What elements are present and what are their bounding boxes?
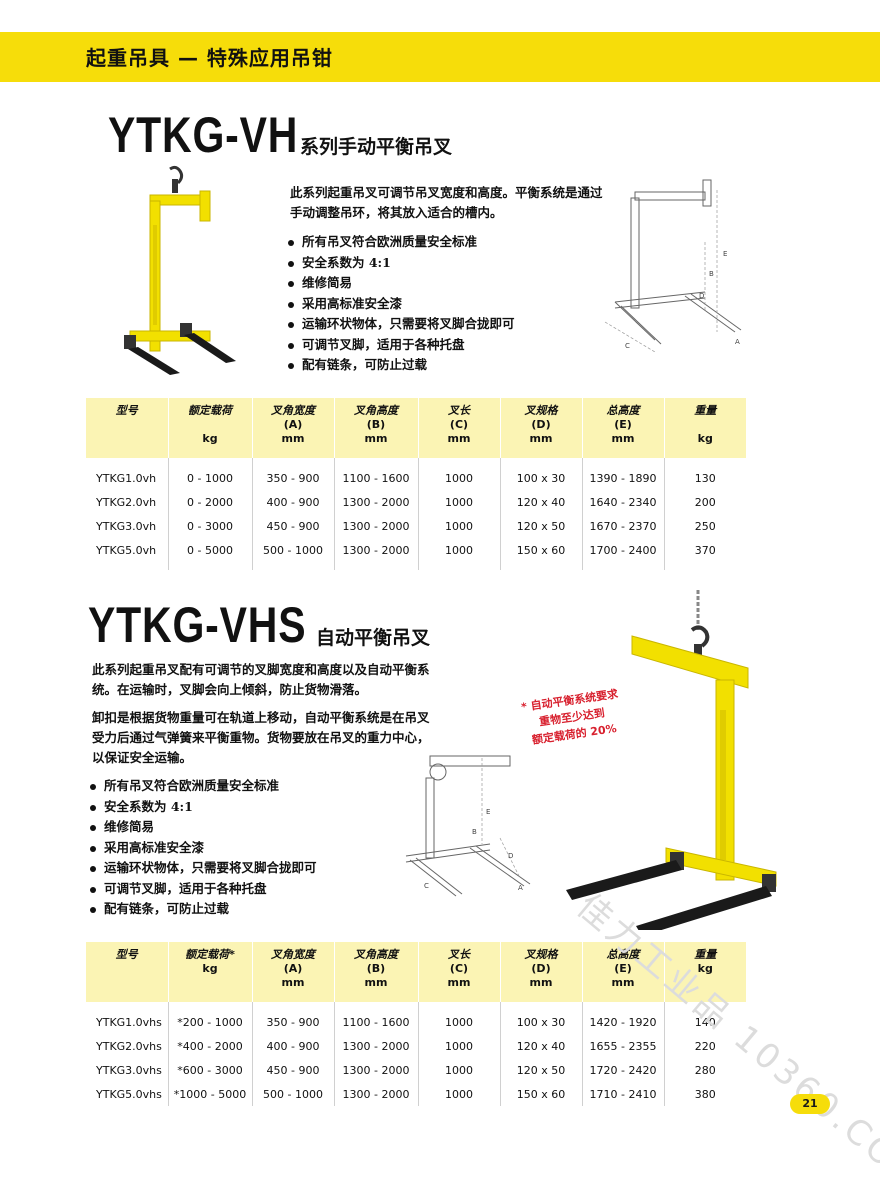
table-header: 额定载荷 kg <box>168 398 253 458</box>
dim-label-d: D <box>699 292 704 300</box>
dim-label-a: A <box>518 884 523 892</box>
description-vhs-1: 此系列起重吊叉配有可调节的叉脚宽度和高度以及自动平衡系 统。在运输时，叉脚会向上… <box>92 662 430 697</box>
list-item: 运输环状物体，只需要将叉脚合拢即可 <box>286 314 515 335</box>
table-header: 叉角宽度(A)mm <box>252 942 335 1002</box>
list-item: 采用高标准安全漆 <box>88 838 317 859</box>
dimension-diagram-vhs: E B D C A <box>405 755 531 897</box>
list-item: 所有吊叉符合欧洲质量安全标准 <box>286 232 515 253</box>
list-item: 维修简易 <box>88 817 317 838</box>
table-header: 额定载荷*kg <box>168 942 253 1002</box>
spec-table-vhs: 型号 额定载荷*kg 叉角宽度(A)mm 叉角高度(B)mm 叉长(C)mm 叉… <box>86 942 746 1106</box>
spec-table-vh: 型号 额定载荷 kg 叉角宽度(A)mm 叉角高度(B)mm 叉长(C)mm 叉… <box>86 398 746 570</box>
table-header: 总高度(E)mm <box>582 398 665 458</box>
list-item: 配有链条，可防止过载 <box>286 355 515 376</box>
feature-list-vhs: 所有吊叉符合欧洲质量安全标准 安全系数为 4:1 维修简易 采用高标准安全漆 运… <box>88 776 317 920</box>
model-subtitle-vhs: 自动平衡吊叉 <box>316 627 431 649</box>
list-item: 采用高标准安全漆 <box>286 294 515 315</box>
list-item: 安全系数为 4:1 <box>88 797 317 818</box>
model-subtitle-vh: 系列手动平衡吊叉 <box>300 136 453 158</box>
table-header: 型号 <box>86 398 169 458</box>
dim-label-a: A <box>735 338 740 346</box>
product-image-vh <box>124 165 236 375</box>
table-header: 型号 <box>86 942 169 1002</box>
dim-label-b: B <box>472 828 477 836</box>
model-title-vh: YTKG-VH <box>108 107 299 163</box>
dimension-diagram-vh: E B D C A <box>604 179 742 353</box>
list-item: 可调节叉脚，适用于各种托盘 <box>88 879 317 900</box>
table-header: 总高度(E)mm <box>582 942 665 1002</box>
list-item: 维修简易 <box>286 273 515 294</box>
list-item: 安全系数为 4:1 <box>286 253 515 274</box>
header-title: 起重吊具 — 特殊应用吊钳 <box>86 46 333 70</box>
list-item: 所有吊叉符合欧洲质量安全标准 <box>88 776 317 797</box>
dim-label-c: C <box>424 882 429 890</box>
list-item: 配有链条，可防止过载 <box>88 899 317 920</box>
table-header: 叉规格(D)mm <box>500 942 583 1002</box>
list-item: 运输环状物体，只需要将叉脚合拢即可 <box>88 858 317 879</box>
list-item: 可调节叉脚，适用于各种托盘 <box>286 335 515 356</box>
table-header: 叉长(C)mm <box>418 942 501 1002</box>
feature-list-vh: 所有吊叉符合欧洲质量安全标准 安全系数为 4:1 维修简易 采用高标准安全漆 运… <box>286 232 515 376</box>
page-number: 21 <box>790 1094 830 1114</box>
dim-label-b: B <box>709 270 714 278</box>
model-title-vhs: YTKG-VHS <box>88 597 307 653</box>
table-header: 叉长(C)mm <box>418 398 501 458</box>
table-header: 叉角高度(B)mm <box>334 398 419 458</box>
dim-label-e: E <box>723 250 727 258</box>
product-image-vhs <box>566 590 777 930</box>
dim-label-c: C <box>625 342 630 350</box>
table-header: 重量 kg <box>664 398 746 458</box>
dim-label-e: E <box>486 808 490 816</box>
dim-label-d: D <box>508 852 513 860</box>
table-header: 叉规格(D)mm <box>500 398 583 458</box>
description-vh: 此系列起重吊叉可调节吊叉宽度和高度。平衡系统是通过 手动调整吊环，将其放入适合的… <box>290 185 603 220</box>
description-vhs-2: 卸扣是根据货物重量可在轨道上移动，自动平衡系统是在吊叉 受力后通过气弹簧来平衡重… <box>92 710 430 765</box>
header-bar: 起重吊具 — 特殊应用吊钳 <box>0 32 880 82</box>
table-header: 叉角高度(B)mm <box>334 942 419 1002</box>
table-header: 叉角宽度(A)mm <box>252 398 335 458</box>
